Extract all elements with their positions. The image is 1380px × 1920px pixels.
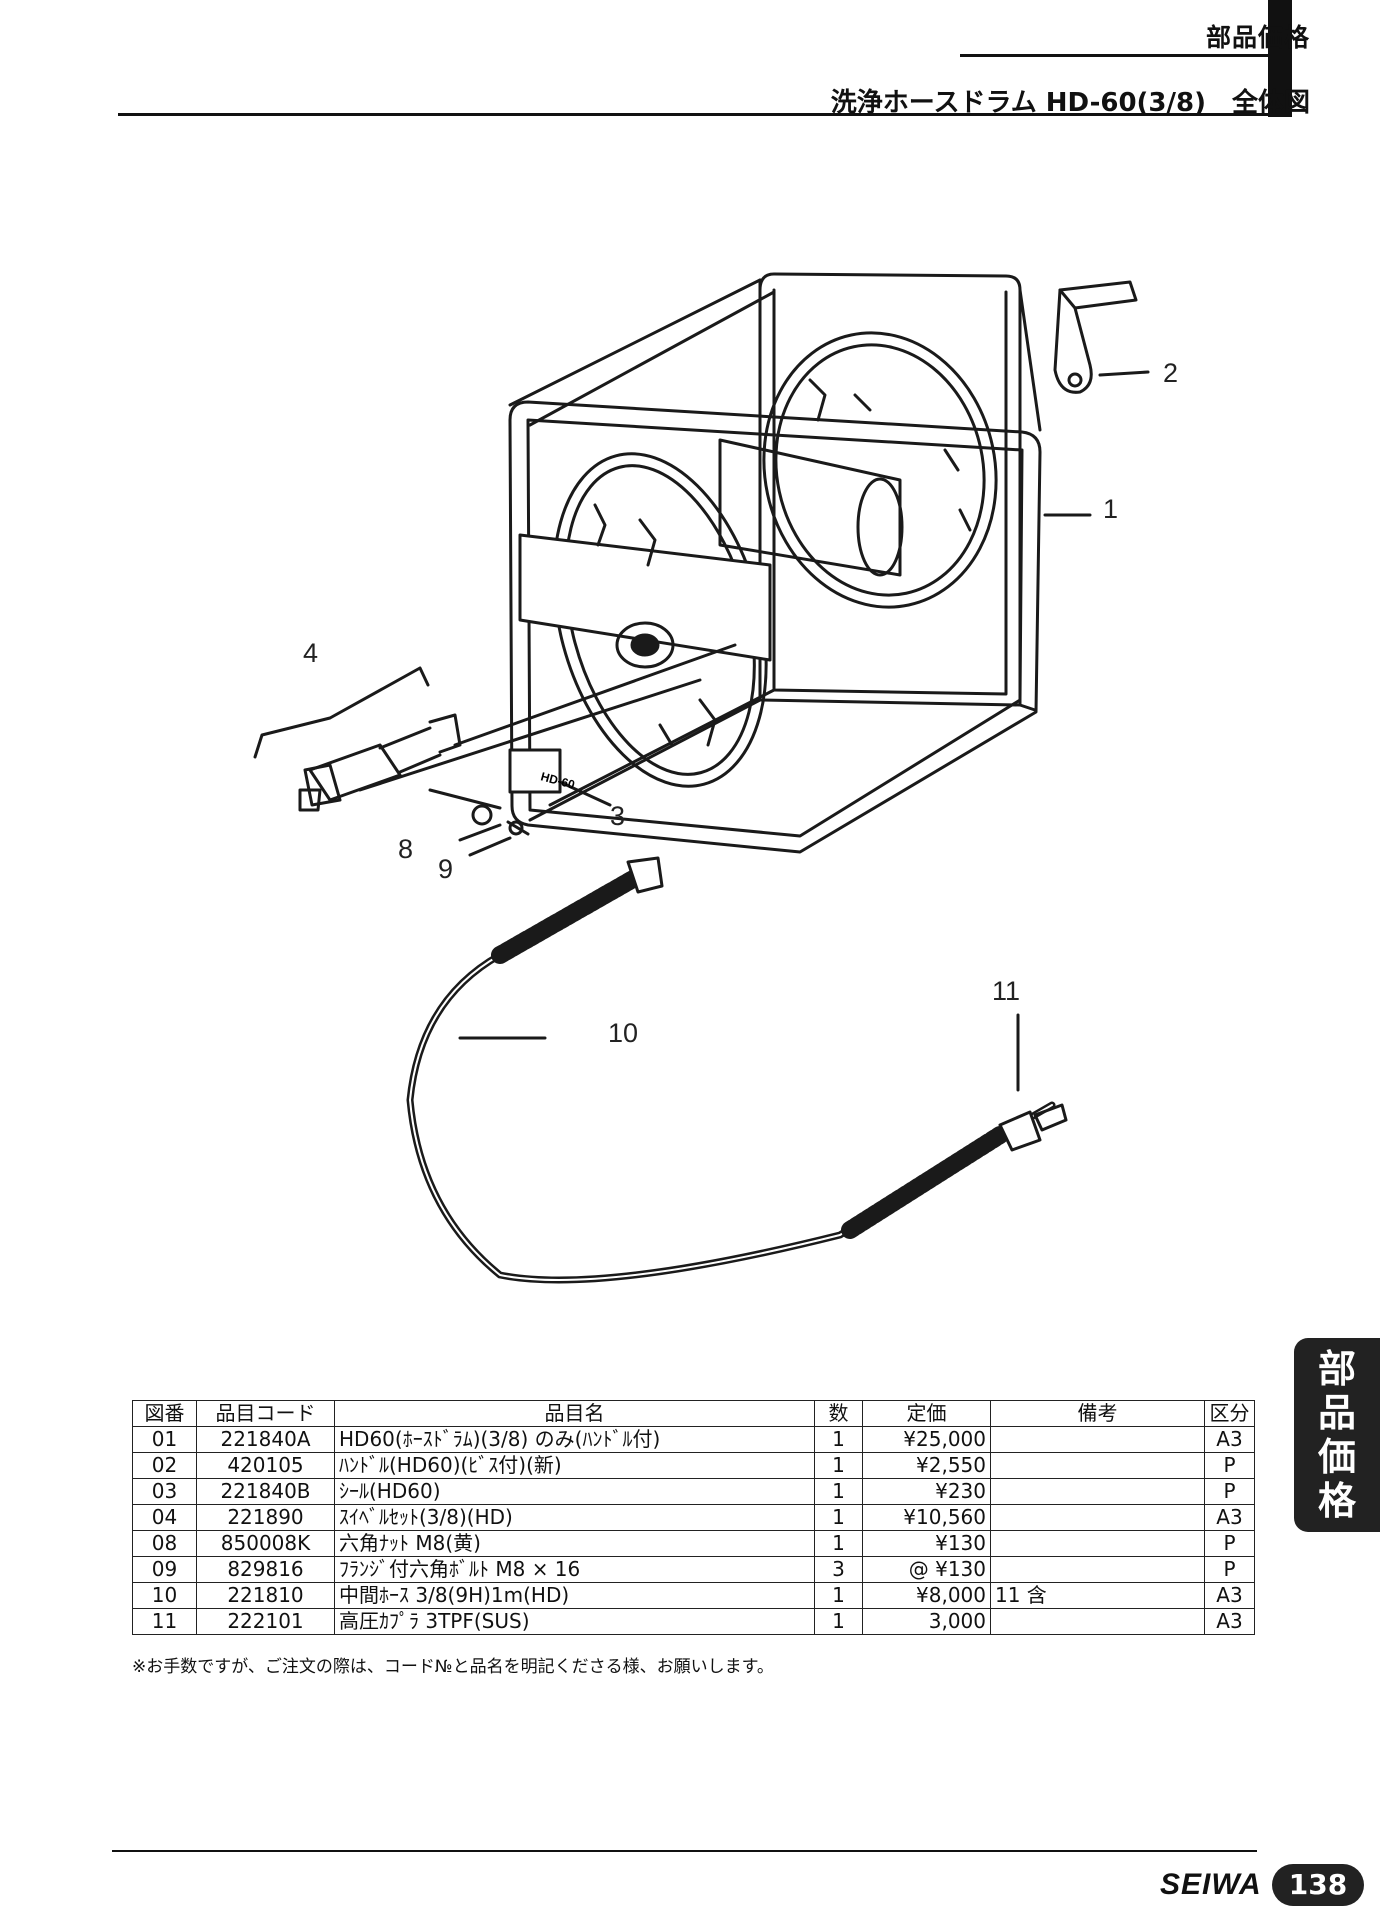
brand-logo: SEIWA <box>1160 1868 1262 1901</box>
cell-price: ¥130 <box>862 1530 991 1557</box>
cell-qty: 1 <box>814 1608 863 1635</box>
cell-class: A3 <box>1204 1504 1255 1531</box>
cell-qty: 1 <box>814 1426 863 1453</box>
cell-no: 08 <box>132 1530 197 1557</box>
callout-8: 8 <box>398 834 413 864</box>
table-header-row: 図番 品目コード 品目名 数 定価 備考 区分 <box>132 1400 1255 1427</box>
cell-qty: 3 <box>814 1556 863 1583</box>
header-rule-short <box>960 54 1290 57</box>
cell-class: P <box>1204 1530 1255 1557</box>
cell-code: 829816 <box>196 1556 335 1583</box>
callout-1: 1 <box>1103 494 1118 524</box>
footer-rule <box>112 1850 1257 1852</box>
col-header-name: 品目名 <box>334 1400 815 1427</box>
header-rule-long <box>118 113 1290 116</box>
side-tab-char: 品 <box>1317 1391 1356 1435</box>
cell-note <box>990 1504 1205 1531</box>
callout-9: 9 <box>438 854 453 884</box>
cell-name: ｽｲﾍﾞﾙｾｯﾄ(3/8)(HD) <box>334 1504 815 1531</box>
cell-name: HD60(ﾎｰｽﾄﾞﾗﾑ)(3/8) のみ(ﾊﾝﾄﾞﾙ付) <box>334 1426 815 1453</box>
cell-code: 222101 <box>196 1608 335 1635</box>
cell-no: 03 <box>132 1478 197 1505</box>
exploded-diagram: HD-60 2 1 4 3 8 9 10 11 <box>253 272 1178 1284</box>
cell-price: @ ¥130 <box>862 1556 991 1583</box>
cell-name: ﾌﾗﾝｼﾞ付六角ﾎﾞﾙﾄ M8 × 16 <box>334 1556 815 1583</box>
callout-11: 11 <box>992 976 1020 1006</box>
cell-class: P <box>1204 1478 1255 1505</box>
side-tab-char: 格 <box>1317 1479 1356 1523</box>
cell-name: ﾊﾝﾄﾞﾙ(HD60)(ﾋﾞｽ付)(新) <box>334 1452 815 1479</box>
cell-price: 3,000 <box>862 1608 991 1635</box>
side-tab-char: 部 <box>1317 1347 1356 1391</box>
page-number: 138 <box>1272 1864 1364 1906</box>
cell-note <box>990 1608 1205 1635</box>
col-header-note: 備考 <box>990 1400 1205 1427</box>
header-accent-bar <box>1268 0 1292 117</box>
callout-3: 3 <box>610 801 625 831</box>
cell-class: P <box>1204 1556 1255 1583</box>
cell-name: 中間ﾎｰｽ 3/8(9H)1m(HD) <box>334 1582 815 1609</box>
order-note: ※お手数ですが、ご注文の際は、コード№と品名を明記くださる様、お願いします。 <box>132 1657 774 1677</box>
cell-class: A3 <box>1204 1582 1255 1609</box>
cell-note <box>990 1478 1205 1505</box>
cell-code: 221840A <box>196 1426 335 1453</box>
col-header-price: 定価 <box>862 1400 991 1427</box>
cell-qty: 1 <box>814 1504 863 1531</box>
cell-note: 11 含 <box>990 1582 1205 1609</box>
callout-2: 2 <box>1163 358 1178 388</box>
cell-price: ¥2,550 <box>862 1452 991 1479</box>
section-side-tab: 部 品 価 格 <box>1294 1338 1380 1532</box>
cell-qty: 1 <box>814 1530 863 1557</box>
cell-no: 01 <box>132 1426 197 1453</box>
cell-code: 420105 <box>196 1452 335 1479</box>
cell-note <box>990 1556 1205 1583</box>
cell-name: 高圧ｶﾌﾟﾗ 3TPF(SUS) <box>334 1608 815 1635</box>
col-header-no: 図番 <box>132 1400 197 1427</box>
cell-no: 02 <box>132 1452 197 1479</box>
cell-note <box>990 1426 1205 1453</box>
cell-qty: 1 <box>814 1478 863 1505</box>
cell-name: ｼｰﾙ(HD60) <box>334 1478 815 1505</box>
col-header-qty: 数 <box>814 1400 863 1427</box>
callout-10: 10 <box>608 1018 638 1048</box>
cell-price: ¥25,000 <box>862 1426 991 1453</box>
cell-price: ¥10,560 <box>862 1504 991 1531</box>
cell-note <box>990 1452 1205 1479</box>
col-header-code: 品目コード <box>196 1400 335 1427</box>
cell-no: 10 <box>132 1582 197 1609</box>
side-tab-char: 価 <box>1317 1435 1356 1479</box>
cell-no: 04 <box>132 1504 197 1531</box>
cell-qty: 1 <box>814 1582 863 1609</box>
cell-code: 221810 <box>196 1582 335 1609</box>
cell-code: 221840B <box>196 1478 335 1505</box>
cell-no: 11 <box>132 1608 197 1635</box>
cell-code: 850008K <box>196 1530 335 1557</box>
cell-price: ¥8,000 <box>862 1582 991 1609</box>
cell-class: P <box>1204 1452 1255 1479</box>
cell-note <box>990 1530 1205 1557</box>
col-header-class: 区分 <box>1204 1400 1255 1427</box>
cell-class: A3 <box>1204 1426 1255 1453</box>
cell-class: A3 <box>1204 1608 1255 1635</box>
cell-no: 09 <box>132 1556 197 1583</box>
cell-code: 221890 <box>196 1504 335 1531</box>
cell-price: ¥230 <box>862 1478 991 1505</box>
section-label: 部品価格 <box>1205 23 1310 52</box>
cell-name: 六角ﾅｯﾄ M8(黄) <box>334 1530 815 1557</box>
callout-4: 4 <box>303 638 318 668</box>
cell-qty: 1 <box>814 1452 863 1479</box>
